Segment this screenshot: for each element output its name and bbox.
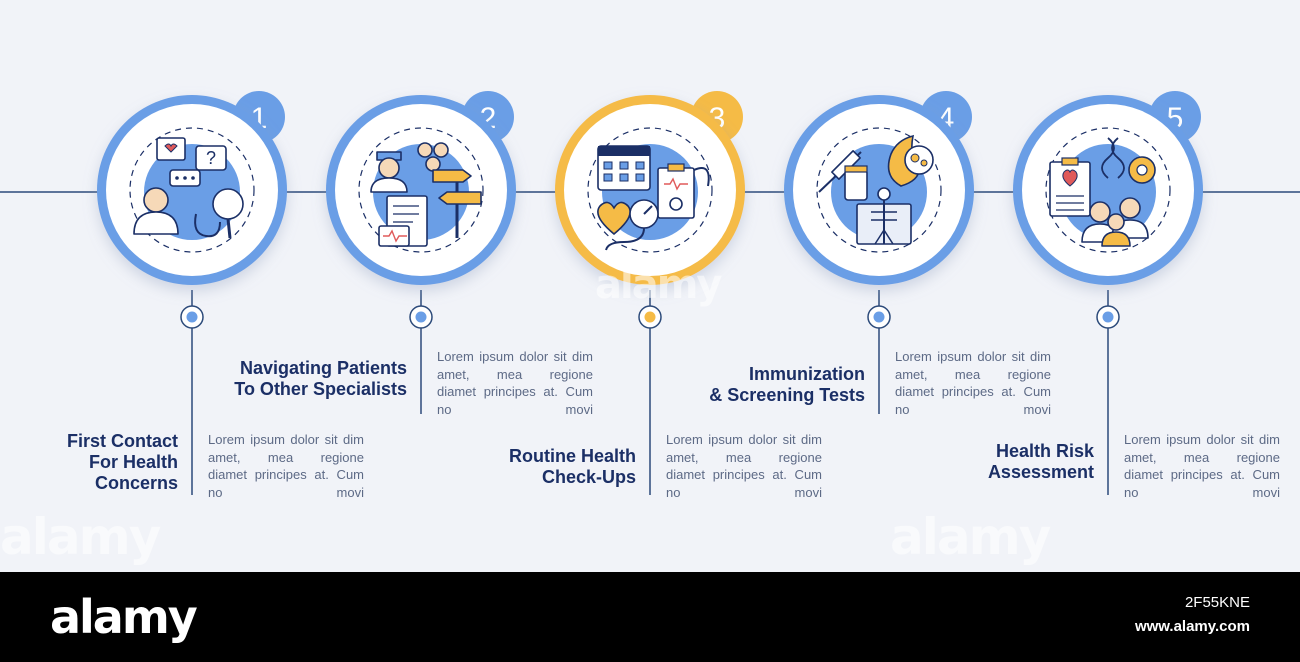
- step-2: 2: [326, 91, 516, 414]
- step-title-line: & Screening Tests: [709, 385, 865, 405]
- step-title-line: Immunization: [749, 364, 865, 384]
- step-description-line: no movi: [666, 484, 822, 500]
- step-description-2: Lorem ipsum dolor sit dim amet, mea regio…: [437, 348, 593, 418]
- step-description-line: Lorem ipsum dolor sit dim: [437, 349, 593, 364]
- step-title-line: For Health: [88, 452, 178, 472]
- svg-text:?: ?: [206, 148, 216, 168]
- step-description-line: diamet principes at. Cum: [666, 467, 822, 482]
- step-description-line: Lorem ipsum dolor sit dim: [895, 349, 1051, 364]
- step-title-line: To Other Specialists: [234, 379, 407, 399]
- footer-image-id: 2F55KNE: [1184, 594, 1250, 611]
- step-3: 3: [555, 91, 745, 495]
- step-node-3: [638, 305, 662, 329]
- step-node-2: [409, 305, 433, 329]
- step-description-line: Lorem ipsum dolor sit dim: [1124, 432, 1280, 447]
- step-title-line: Concerns: [94, 473, 178, 493]
- patient-navigation-icon: [370, 142, 482, 247]
- step-description-line: no movi: [895, 401, 1051, 417]
- step-description-line: amet, mea regione: [666, 449, 822, 465]
- step-4: 4: [784, 91, 974, 414]
- step-description-4: Lorem ipsum dolor sit dim amet, mea regio…: [895, 348, 1051, 418]
- step-description-line: no movi: [437, 401, 593, 417]
- watermark-center: alamy: [595, 262, 722, 308]
- step-title-line: Check-Ups: [541, 467, 636, 487]
- risk-assessment-icon: [1049, 137, 1156, 247]
- step-description-line: amet, mea regione: [437, 366, 593, 382]
- step-description-line: no movi: [1124, 484, 1280, 500]
- footer-site: www.alamy.com: [1134, 618, 1250, 635]
- step-description-line: diamet principes at. Cum: [1124, 467, 1280, 482]
- step-description-5: Lorem ipsum dolor sit dim amet, mea regio…: [1124, 431, 1280, 501]
- step-node-1: [180, 305, 204, 329]
- step-description-line: diamet principes at. Cum: [208, 467, 364, 482]
- step-node-4: [867, 305, 891, 329]
- watermark-right: alamy: [890, 508, 1051, 566]
- step-description-line: Lorem ipsum dolor sit dim: [208, 432, 364, 447]
- step-title-line: Assessment: [987, 462, 1094, 482]
- step-title-line: Navigating Patients: [239, 358, 407, 378]
- watermark-left: alamy: [0, 508, 161, 566]
- doctor-chat-icon: ?: [133, 137, 244, 240]
- step-title-line: First Contact: [66, 431, 178, 451]
- step-title-line: Routine Health: [508, 446, 636, 466]
- step-description-1: Lorem ipsum dolor sit dim amet, mea regio…: [208, 431, 364, 501]
- footer-logo: alamy: [50, 590, 198, 644]
- step-description-3: Lorem ipsum dolor sit dim amet, mea regio…: [666, 431, 822, 501]
- step-description-line: amet, mea regione: [1124, 449, 1280, 465]
- vaccine-xray-icon: [818, 134, 934, 245]
- step-title-line: Health Risk: [995, 441, 1094, 461]
- footer-bar: alamy 2F55KNE www.alamy.com: [0, 572, 1300, 662]
- checkup-calendar-icon: [597, 144, 710, 251]
- step-description-line: diamet principes at. Cum: [895, 384, 1051, 399]
- step-description-line: no movi: [208, 484, 364, 500]
- step-description-line: diamet principes at. Cum: [437, 384, 593, 399]
- step-node-5: [1096, 305, 1120, 329]
- step-title-4: Immunization& Screening Tests: [635, 364, 865, 406]
- step-1: 1?: [97, 91, 287, 495]
- step-5: 5: [1013, 91, 1203, 495]
- step-description-line: amet, mea regione: [895, 366, 1051, 382]
- step-description-line: Lorem ipsum dolor sit dim: [666, 432, 822, 447]
- step-description-line: amet, mea regione: [208, 449, 364, 465]
